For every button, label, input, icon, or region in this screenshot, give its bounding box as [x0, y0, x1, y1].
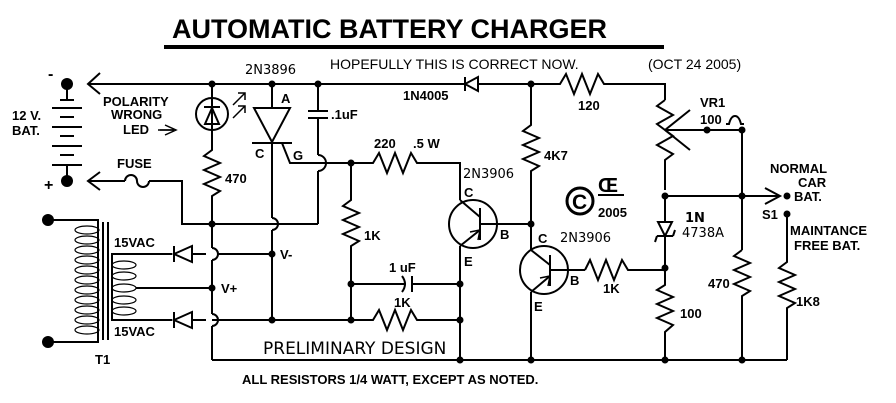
- copyright-c: C: [572, 191, 587, 214]
- scr-anode: A: [281, 91, 291, 106]
- transformer-t1: [42, 214, 212, 348]
- battery-pos-sign: +: [44, 177, 53, 194]
- scr-gate: G: [293, 148, 303, 163]
- capacitor-01uf-label: .1uF: [331, 107, 358, 122]
- resistor-220: [351, 150, 461, 200]
- transistor-q2: [519, 224, 585, 360]
- resistor-1k8: [776, 214, 798, 360]
- switch-maint-2: FREE BAT.: [794, 238, 860, 253]
- battery-label-2: BAT.: [12, 123, 40, 138]
- capacitor-1uf-label: 1 uF: [389, 260, 416, 275]
- polarity-led: [195, 84, 246, 131]
- capacitor-1uf: [351, 275, 460, 293]
- q2-emitter: E: [534, 299, 543, 314]
- subtitle: HOPEFULLY THIS IS CORRECT NOW.: [330, 56, 579, 72]
- battery-neg-sign: -: [48, 66, 53, 83]
- polarity-led-label-2: WRONG: [111, 107, 162, 122]
- resistor-120-label: 120: [578, 98, 600, 113]
- transformer-tap-top: 15VAC: [114, 235, 156, 250]
- q1-base: B: [500, 227, 509, 242]
- switch-name: S1: [762, 207, 778, 222]
- q1-emitter: E: [464, 254, 473, 269]
- transistor-q1: [448, 199, 531, 360]
- copyright-circle: [565, 186, 595, 216]
- rectifier-diode-top: [171, 244, 272, 264]
- resistor-4k7: [520, 84, 542, 224]
- resistor-470-right: [731, 249, 753, 360]
- resistor-220-label: 220: [374, 136, 396, 151]
- zener-label-1: 1N: [685, 211, 705, 226]
- resistor-100-label: 100: [680, 306, 702, 321]
- polarity-led-label-3: LED: [123, 122, 149, 137]
- title-underline: [164, 45, 664, 49]
- v-plus-label: V+: [221, 281, 238, 296]
- q2-collector: C: [538, 231, 548, 246]
- resistor-4k7-label: 4K7: [544, 148, 568, 163]
- copyright-mark: Œ: [598, 175, 618, 197]
- vr1-name: VR1: [700, 95, 725, 110]
- resistor-1k-horizontal-label: 1K: [394, 295, 411, 310]
- zener-label-2: 4738A: [682, 226, 724, 241]
- scr-2n3896: [252, 84, 330, 218]
- switch-normal-1: NORMAL: [770, 161, 827, 176]
- resistor-220-power: .5 W: [413, 136, 440, 151]
- resistor-470-led-label: 470: [225, 171, 247, 186]
- polarity-led-label-1: POLARITY: [103, 94, 169, 109]
- battery-symbol: [52, 78, 82, 187]
- resistor-120: [531, 71, 666, 100]
- switch-normal-3: BAT.: [794, 189, 822, 204]
- capacitor-01uf: [308, 84, 328, 224]
- diode-1n4005: [460, 75, 530, 93]
- scr-part: 2N3896: [245, 63, 296, 78]
- scr-cathode: C: [255, 146, 265, 161]
- switch-contact-normal[interactable]: [783, 192, 791, 200]
- switch-arrow: [764, 187, 783, 205]
- diode-1n4005-label: 1N4005: [403, 88, 449, 103]
- title: AUTOMATIC BATTERY CHARGER: [172, 14, 607, 44]
- switch-maint-1: MAINTANCE: [790, 223, 867, 238]
- resistor-1k-q2-base: [584, 257, 665, 283]
- transformer-name: T1: [95, 352, 110, 367]
- resistor-1k-q2-base-label: 1K: [603, 281, 620, 296]
- q1-part: 2N3906: [463, 167, 514, 182]
- footer-note: ALL RESISTORS 1/4 WATT, EXCEPT AS NOTED.: [242, 372, 538, 387]
- switch-normal-2: CAR: [798, 175, 827, 190]
- battery-label-1: 12 V.: [12, 108, 41, 123]
- resistor-1k-horizontal: [212, 307, 460, 333]
- q2-part: 2N3906: [560, 231, 611, 246]
- resistor-1k8-label: 1K8: [796, 294, 820, 309]
- potentiometer-vr1: [654, 99, 746, 250]
- vr1-value: 100: [700, 112, 722, 127]
- transformer-tap-bottom: 15VAC: [114, 324, 156, 339]
- resistor-100: [654, 268, 676, 360]
- ohm-icon: [726, 114, 744, 125]
- fuse: [124, 174, 150, 188]
- rectifier-diode-bottom: [171, 310, 206, 330]
- fuse-label: FUSE: [117, 156, 152, 171]
- watermark: PRELIMINARY DESIGN: [263, 339, 446, 359]
- copyright-year: 2005: [598, 205, 627, 220]
- resistor-470-led: [201, 130, 223, 224]
- q1-collector: C: [464, 185, 474, 200]
- resistor-1k-vertical-label: 1K: [364, 228, 381, 243]
- v-minus-label: V-: [280, 247, 292, 262]
- q2-base: B: [570, 273, 579, 288]
- zener-diode: [654, 196, 676, 268]
- date: (OCT 24 2005): [648, 56, 741, 72]
- resistor-1k-vertical: [340, 163, 362, 284]
- resistor-470-right-label: 470: [708, 276, 730, 291]
